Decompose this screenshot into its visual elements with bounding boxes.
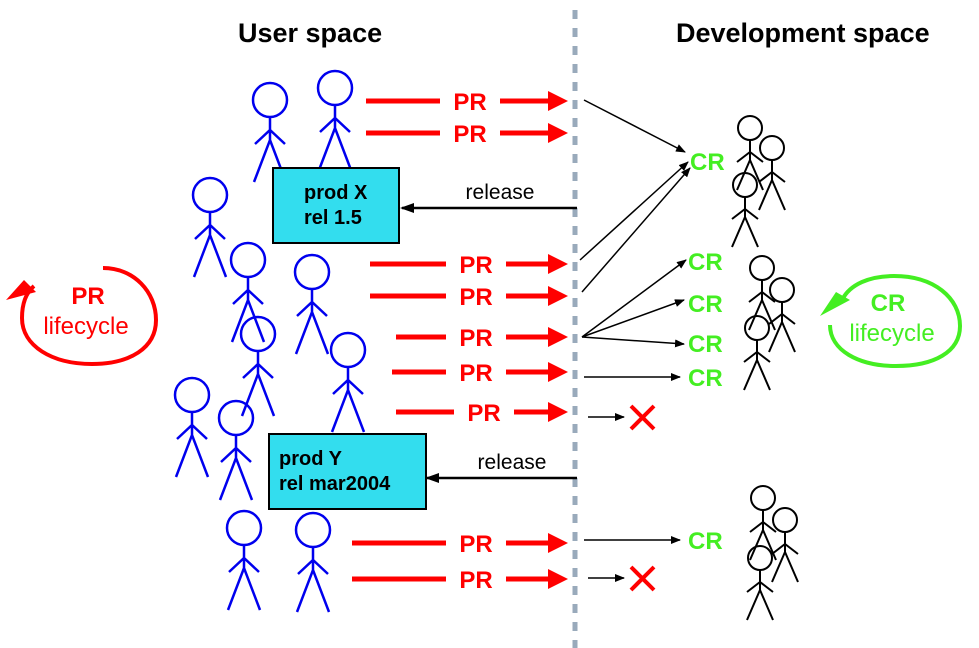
developer-figure (743, 315, 771, 391)
development-space-title: Development space (676, 18, 930, 48)
cr-lifecycle-title: CR (871, 290, 906, 317)
user-figure (191, 176, 229, 278)
user-figure (173, 376, 211, 478)
user-space-title: User space (238, 18, 382, 48)
developer-figure (758, 135, 786, 211)
release-product: prod X (304, 181, 368, 204)
release-label: release (478, 451, 547, 474)
pr-lifecycle-subtitle: lifecycle (43, 313, 128, 340)
pr-lifecycle-title: PR (71, 283, 104, 310)
release-box-prod-y: prod Y rel mar2004 (268, 433, 427, 510)
pr-label: PR (453, 121, 486, 148)
developer-figure (748, 255, 776, 331)
cr-label: CR (688, 365, 723, 392)
developer-figure (749, 485, 777, 561)
release-version: rel 1.5 (304, 206, 362, 229)
developer-figure (736, 115, 764, 191)
cr-label: CR (688, 528, 723, 555)
user-figures (173, 69, 367, 613)
pr-label: PR (459, 284, 492, 311)
user-figure (229, 241, 267, 343)
cr-arrow (583, 99, 686, 153)
cr-arrow (581, 259, 687, 338)
user-figure (239, 315, 277, 417)
pr-arrows (352, 91, 568, 589)
user-figure (225, 509, 263, 611)
pr-label: PR (459, 252, 492, 279)
release-version: rel mar2004 (279, 472, 391, 495)
pr-lifecycle: PR lifecycle (6, 266, 159, 367)
developer-figures (731, 115, 799, 621)
cr-arrow (581, 299, 685, 338)
pr-lifecycle-arrowhead-icon (6, 280, 36, 300)
developer-figure (731, 172, 759, 248)
pr-label: PR (453, 89, 486, 116)
cr-lifecycle-loop (828, 273, 963, 369)
cr-arrows (579, 99, 691, 582)
cr-arrow (581, 167, 691, 293)
pr-label: PR (467, 400, 500, 427)
cr-arrow (579, 161, 689, 261)
cr-label: CR (690, 149, 725, 176)
pr-label: PR (459, 567, 492, 594)
release-product: prod Y (279, 447, 342, 470)
cr-label: CR (688, 291, 723, 318)
user-figure (329, 331, 367, 433)
cr-arrow (581, 336, 685, 348)
rejected-cross-icon (629, 565, 656, 592)
pr-label: PR (459, 531, 492, 558)
user-figure (293, 253, 331, 355)
rejected-cross-icon (629, 404, 656, 431)
cr-lifecycle-arrowhead-icon (820, 292, 850, 316)
cr-label: CR (688, 331, 723, 358)
cr-lifecycle: CR lifecycle (820, 273, 963, 369)
pr-label: PR (459, 360, 492, 387)
release-label: release (466, 181, 535, 204)
user-figure (294, 511, 332, 613)
user-figure (217, 399, 255, 501)
user-figure (316, 69, 354, 171)
developer-figure (771, 507, 799, 583)
pr-lifecycle-loop (19, 266, 159, 367)
release-box-prod-x: prod X rel 1.5 (272, 167, 400, 244)
cr-label: CR (688, 249, 723, 276)
cr-lifecycle-subtitle: lifecycle (849, 320, 934, 347)
developer-figure (746, 545, 774, 621)
pr-label: PR (459, 325, 492, 352)
developer-figure (768, 277, 796, 353)
